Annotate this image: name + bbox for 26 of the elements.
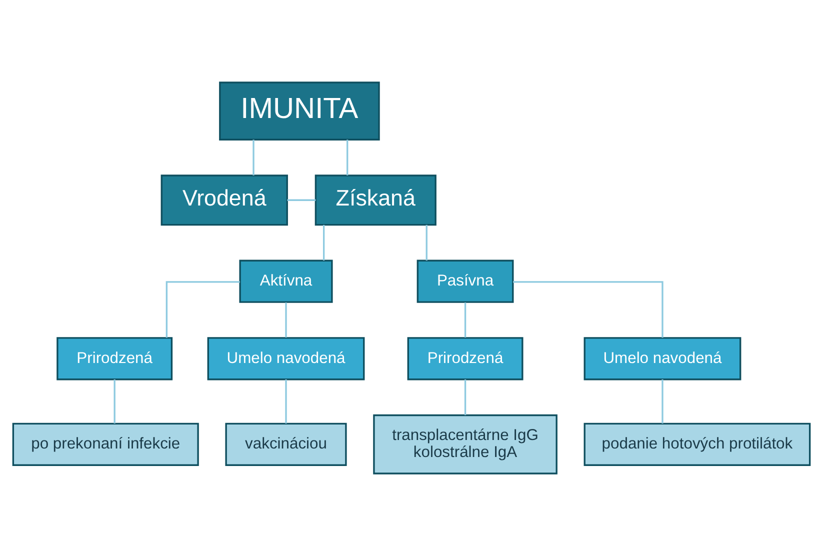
node-box: Pasívna	[416, 260, 514, 303]
node-box: transplacentárne IgG kolostrálne IgA	[373, 414, 558, 474]
node-box: Aktívna	[239, 260, 333, 303]
node-box: IMUNITA	[219, 82, 380, 140]
connector	[513, 281, 664, 338]
connector	[252, 140, 254, 176]
node-box: Získaná	[314, 174, 436, 226]
connector	[285, 302, 287, 338]
connector	[322, 224, 325, 261]
connector	[114, 379, 116, 424]
connector	[426, 224, 428, 261]
connector	[287, 199, 316, 201]
node-box: po prekonaní infekcie	[12, 422, 199, 466]
node-box: Prirodzená	[56, 337, 173, 380]
node-box: Umelo navodená	[584, 337, 742, 380]
connector	[662, 379, 664, 424]
connector	[346, 140, 348, 176]
connector	[464, 379, 466, 416]
node-box: Vrodená	[160, 174, 288, 226]
node-box: podanie hotových protilátok	[584, 422, 811, 466]
connector	[166, 281, 240, 338]
node-box: vakcináciou	[225, 422, 347, 466]
node-box: Prirodzená	[407, 337, 524, 380]
connector	[285, 379, 287, 424]
connector	[464, 302, 466, 338]
node-box: Umelo navodená	[207, 337, 365, 380]
